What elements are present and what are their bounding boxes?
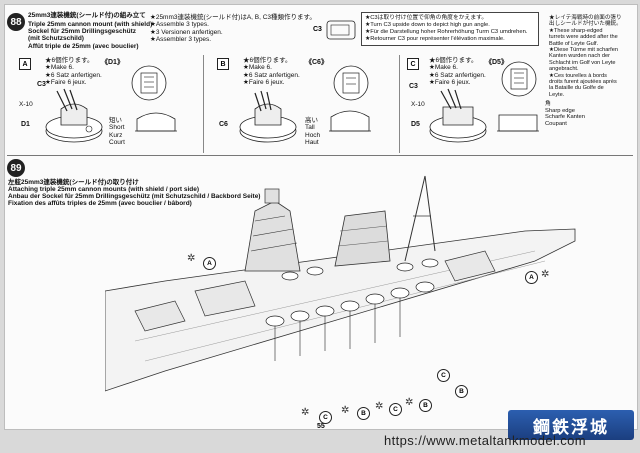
mount-callout-b2: B <box>419 399 432 412</box>
panel-a-make-text: ★6個作ります。 ★Make 6. ★6 Satz anfertigen. ★F… <box>45 57 102 86</box>
gun-detail-a <box>131 65 167 101</box>
step-88-title-de: Sockel für 25mm Drillingsgeschütz (mit S… <box>28 28 137 43</box>
panel-c-part-d5: D5 <box>411 121 420 128</box>
step-88-title-en: Triple 25mm cannon mount (with shield) <box>28 21 153 28</box>
panel-a-part-d1: D1 <box>21 121 30 128</box>
panel-b <box>209 55 400 153</box>
panel-c-letter: C <box>407 58 419 70</box>
mount-marker-icon: ✲ <box>405 397 414 408</box>
panel-a-count: X-10 <box>19 101 33 108</box>
gun-detail-c <box>501 61 537 97</box>
step-89-number: 89 <box>7 159 25 177</box>
step-88-title-jp: 25mm3連装機銃(シールド付)の組み立て <box>28 12 146 19</box>
site-logo: 鋼鉄浮城 <box>508 410 634 440</box>
panel-a-callout: 《D1》 <box>101 59 124 66</box>
panel-b-letter: B <box>217 58 229 70</box>
footer-url[interactable]: https://www.metaltankmodel.com <box>384 433 587 448</box>
mount-a-drawing <box>45 88 103 143</box>
c3-note-box: ★C3は取り付け位置で仰角の角度をかえます。 ★Turn C3 upside d… <box>361 12 539 46</box>
step-89-title-en: Attaching triple 25mm cannon mounts (wit… <box>8 186 200 193</box>
mount-marker-icon: ✲ <box>301 407 310 418</box>
step-89-title-jp: 左舷25mm3連装機銃(シールド付)の取り付け <box>8 179 139 186</box>
svg-text:C3: C3 <box>313 26 322 33</box>
mount-b-drawing <box>239 90 297 143</box>
c3-orientation-sketch: C3 <box>313 20 356 40</box>
gun-detail-b <box>333 65 369 101</box>
panel-a <box>13 55 204 153</box>
step-88-title-fr: Affût triple de 25mm (avec bouclier) <box>28 43 139 50</box>
mount-marker-icon: ✲ <box>187 253 196 264</box>
mount-c-drawing <box>429 88 487 143</box>
mount-callout-c1: C <box>319 411 332 424</box>
mount-marker-icon: ✲ <box>341 405 350 416</box>
step-88-note-assemble: ★25mm3連装機銃(シールド付)はA, B, C3種類作ります。 ★Assem… <box>150 14 316 43</box>
panel-b-part-c6: C6 <box>219 121 228 128</box>
mount-callout-c3: C <box>437 369 450 382</box>
panel-a-part-c3: C3 <box>37 81 46 88</box>
mount-marker-icon: ✲ <box>375 401 384 412</box>
panel-b-make-text: ★6個作ります。 ★Make 6. ★6 Satz anfertigen. ★F… <box>243 57 300 86</box>
page-number: 55 <box>317 423 325 430</box>
instruction-page: 88 25mm3連装機銃(シールド付)の組み立て Triple 25mm can… <box>4 4 638 430</box>
mount-callout-a1: A <box>203 257 216 270</box>
leyte-side-note: ★レイテ海戦時の前面の張り 出しシールドが付いた機銃。 ★These sharp… <box>549 15 622 98</box>
panel-c-callout: 《D5》 <box>485 59 508 66</box>
mount-callout-b3: B <box>455 385 468 398</box>
sharp-edge-label: 角 Sharp edge Scharfe Kanten Coupant <box>545 101 585 127</box>
c3-note-text: ★C3は取り付け位置で仰角の角度をかえます。 ★Turn C3 upside d… <box>365 15 528 42</box>
shield-profile-c <box>497 114 539 132</box>
tall-label: 高い Tall Hoch Haut <box>305 117 321 146</box>
mount-callout-b1: B <box>357 407 370 420</box>
mount-callout-a2: A <box>525 271 538 284</box>
panel-c-count: X-10 <box>411 101 425 108</box>
step-88-number: 88 <box>7 13 25 31</box>
panel-c-make-text: ★6個作ります。 ★Make 6. ★6 Satz anfertigen. ★F… <box>429 57 486 86</box>
panel-b-callout: 《C6》 <box>305 59 328 66</box>
step-89-title-fr: Fixation des affûts triples de 25mm (ave… <box>8 200 192 207</box>
mount-callout-c2: C <box>389 403 402 416</box>
shield-profile-b <box>329 110 371 132</box>
panel-a-letter: A <box>19 58 31 70</box>
step-divider <box>7 155 633 156</box>
panel-c-part-c3: C3 <box>409 83 418 90</box>
battleship-drawing <box>105 175 576 392</box>
shield-profile-a <box>135 112 177 132</box>
step-89-title-de: Anbau der Sockel für 25mm Drillingsgesch… <box>8 193 261 200</box>
mount-marker-icon: ✲ <box>541 269 550 280</box>
short-label: 短い Short Kurz Court <box>109 117 125 146</box>
